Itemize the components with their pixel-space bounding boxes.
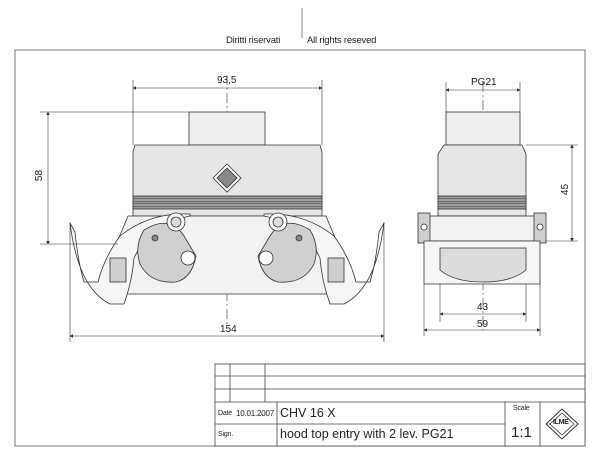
- dim-thread: PG21: [471, 77, 497, 88]
- dim-side-inner: 43: [477, 302, 489, 313]
- front-dimensions: [40, 80, 385, 342]
- part-code: CHV 16 X: [280, 406, 336, 420]
- rights-note-italian: Diritti riservati: [226, 35, 281, 46]
- logo-text: ILME: [553, 419, 569, 426]
- date-label: Date: [218, 410, 232, 417]
- dim-front-width: 93,5: [217, 75, 237, 86]
- logo-icon: [545, 408, 579, 440]
- date-value: 10.01.2007: [236, 409, 275, 418]
- side-view: [417, 82, 547, 330]
- dim-overall-width: 154: [220, 324, 237, 335]
- side-dimensions: [423, 82, 578, 336]
- part-description: hood top entry with 2 lev. PG21: [280, 427, 454, 441]
- title-block: [214, 363, 586, 447]
- front-view: [69, 75, 385, 325]
- sign-label: Sign.: [218, 431, 233, 438]
- rights-note-english: All rights reseved: [307, 35, 377, 46]
- dim-side-outer: 59: [477, 319, 489, 330]
- dim-side-height: 45: [560, 183, 572, 196]
- dim-front-height: 58: [34, 169, 46, 182]
- scale-label: Scale: [513, 405, 530, 412]
- scale-value: 1:1: [511, 424, 532, 441]
